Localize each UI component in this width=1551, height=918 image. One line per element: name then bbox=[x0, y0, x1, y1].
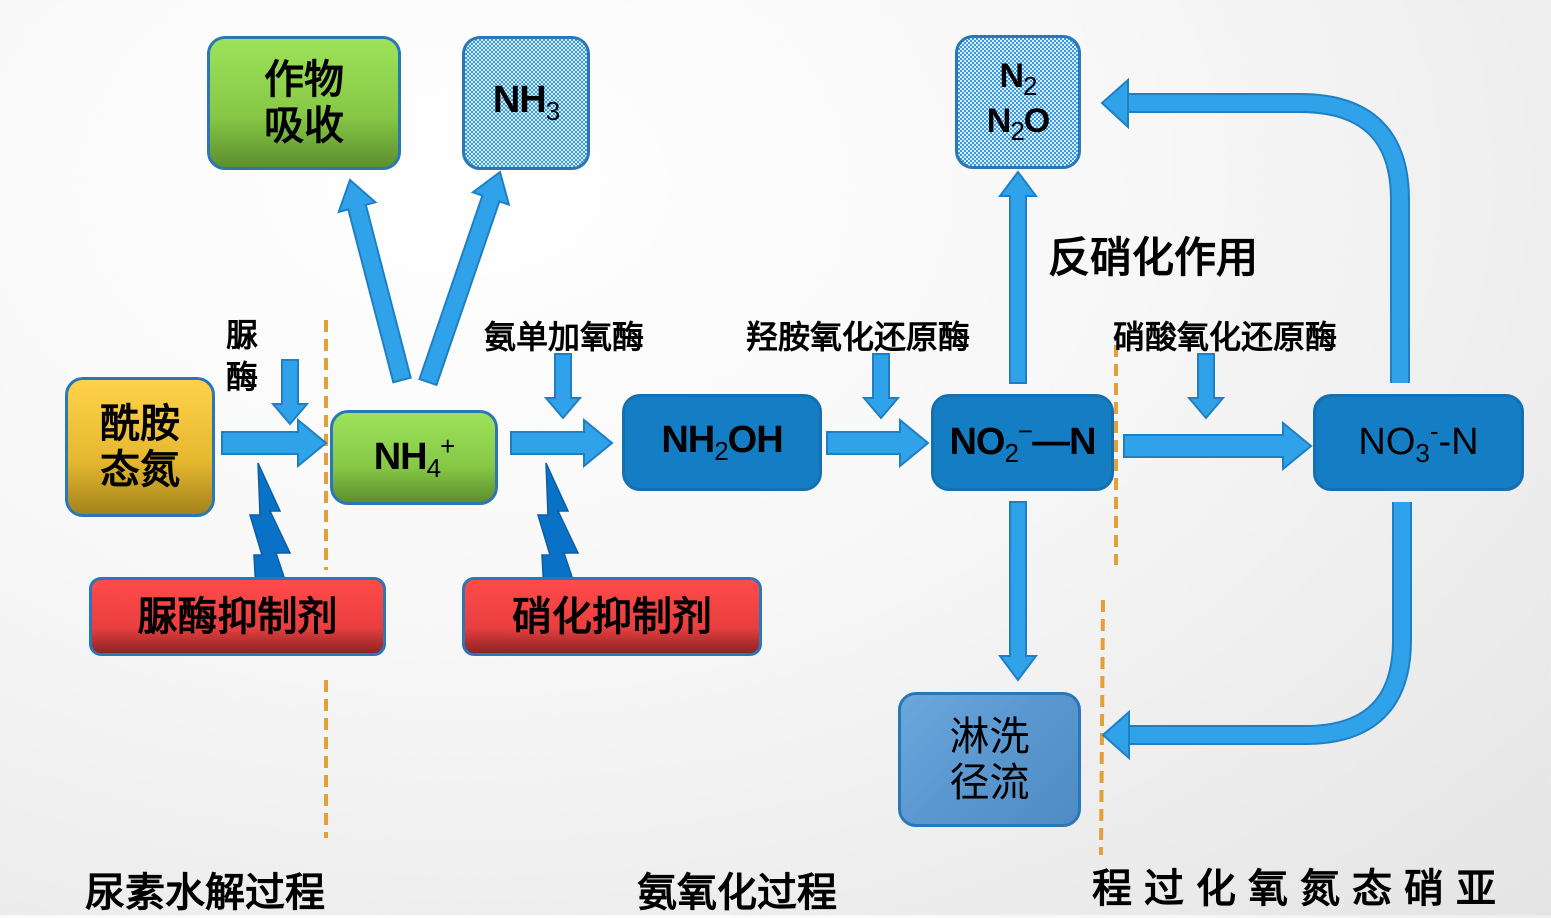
enzyme-label-ammonia-monooxygenase: 氨单加氧酶 bbox=[484, 318, 645, 356]
arrow-nitrate-to-leaching bbox=[1101, 502, 1412, 761]
node-label: 脲酶抑制剂 bbox=[137, 593, 338, 640]
node-label-line2: 吸收 bbox=[264, 103, 344, 149]
arrow-ammonium-to-ammonia bbox=[418, 170, 511, 387]
process-label-ammonia-oxidation: 氨氧化过程 bbox=[637, 870, 837, 916]
node-leaching-runoff: 淋洗 径流 bbox=[898, 692, 1081, 827]
enzyme-label-nitrite-oxidoreductase: 硝酸氧化还原酶 bbox=[1113, 318, 1338, 356]
node-nitrogen-gases: N2 N2O bbox=[955, 35, 1081, 169]
arrow-nitrate-to-gases-shaft bbox=[1126, 95, 1408, 383]
node-hydroxylamine: NH2OH bbox=[622, 394, 822, 491]
node-label: 硝化抑制剂 bbox=[512, 593, 712, 640]
node-nitrification-inhibitor: 硝化抑制剂 bbox=[462, 577, 762, 656]
arrow-ammonium-to-hydroxylamine bbox=[510, 417, 614, 469]
node-urease-inhibitor: 脲酶抑制剂 bbox=[89, 577, 386, 656]
lightning-urease-inhibition bbox=[248, 462, 292, 594]
node-crop-uptake: 作物 吸收 bbox=[207, 36, 401, 170]
node-label-line1: 酰胺 bbox=[100, 401, 180, 447]
chem-formula: NH3 bbox=[492, 79, 560, 127]
process-label-nitrite-oxidation: 程过化氧氮态硝亚 bbox=[1092, 866, 1508, 912]
arrow-amide-to-ammonium bbox=[221, 417, 328, 469]
flow-arrows bbox=[221, 77, 1412, 761]
arrow-nitrite-to-leaching bbox=[998, 501, 1038, 682]
lightning-nitrification-inhibition bbox=[536, 462, 580, 594]
arrow-urease-enzyme bbox=[270, 359, 310, 426]
arrow-nitrate-to-gases-head bbox=[1100, 77, 1129, 130]
chem-formula-n2: N2 bbox=[999, 57, 1037, 102]
node-label-line2: 径流 bbox=[949, 759, 1030, 806]
node-ammonia-gas: NH3 bbox=[462, 36, 590, 170]
arrow-ammonium-to-crop-uptake bbox=[337, 178, 412, 384]
arrow-nitrate-to-leaching-outline bbox=[1127, 502, 1412, 745]
arrow-nitrite-to-gases bbox=[998, 170, 1038, 384]
process-dividers bbox=[324, 320, 1118, 856]
process-label-urea-hydrolysis: 尿素水解过程 bbox=[85, 870, 325, 916]
chem-formula-n2o: N2O bbox=[986, 102, 1051, 146]
arrow-nitrate-to-leaching-head bbox=[1101, 709, 1130, 761]
arrow-nitrate-to-leaching-shaft bbox=[1127, 502, 1410, 743]
chem-formula: NO3--N bbox=[1358, 415, 1479, 468]
arrow-amo-enzyme bbox=[543, 353, 583, 420]
enzyme-label-urease-line2: 酶 bbox=[226, 358, 259, 396]
arrow-nitrite-to-nitrate bbox=[1123, 420, 1313, 472]
chem-formula: NH2OH bbox=[661, 418, 783, 466]
chem-formula: NH4+ bbox=[373, 430, 456, 483]
enzyme-label-urease-line1: 脲 bbox=[226, 316, 259, 354]
chem-formula: NO2−—N bbox=[949, 415, 1096, 468]
node-label-line1: 淋洗 bbox=[949, 713, 1030, 760]
node-nitrite: NO2−—N bbox=[931, 394, 1114, 491]
node-label-line1: 作物 bbox=[264, 57, 344, 103]
arrow-nitrate-to-gases bbox=[1100, 77, 1410, 383]
node-amide-nitrogen: 酰胺 态氮 bbox=[65, 377, 215, 517]
denitrification-label: 反硝化作用 bbox=[1048, 233, 1259, 282]
arrow-hao-enzyme bbox=[861, 353, 901, 420]
arrow-nxr-enzyme bbox=[1186, 353, 1226, 420]
arrow-hydroxylamine-to-nitrite bbox=[826, 417, 930, 469]
node-label-line2: 态氮 bbox=[100, 447, 180, 493]
divider-ammonia-oxidation-lower bbox=[1099, 599, 1105, 856]
node-nitrate: NO3--N bbox=[1313, 394, 1524, 491]
enzyme-label-hydroxylamine-oxidoreductase: 羟胺氧化还原酶 bbox=[746, 318, 971, 356]
node-ammonium: NH4+ bbox=[330, 410, 498, 505]
